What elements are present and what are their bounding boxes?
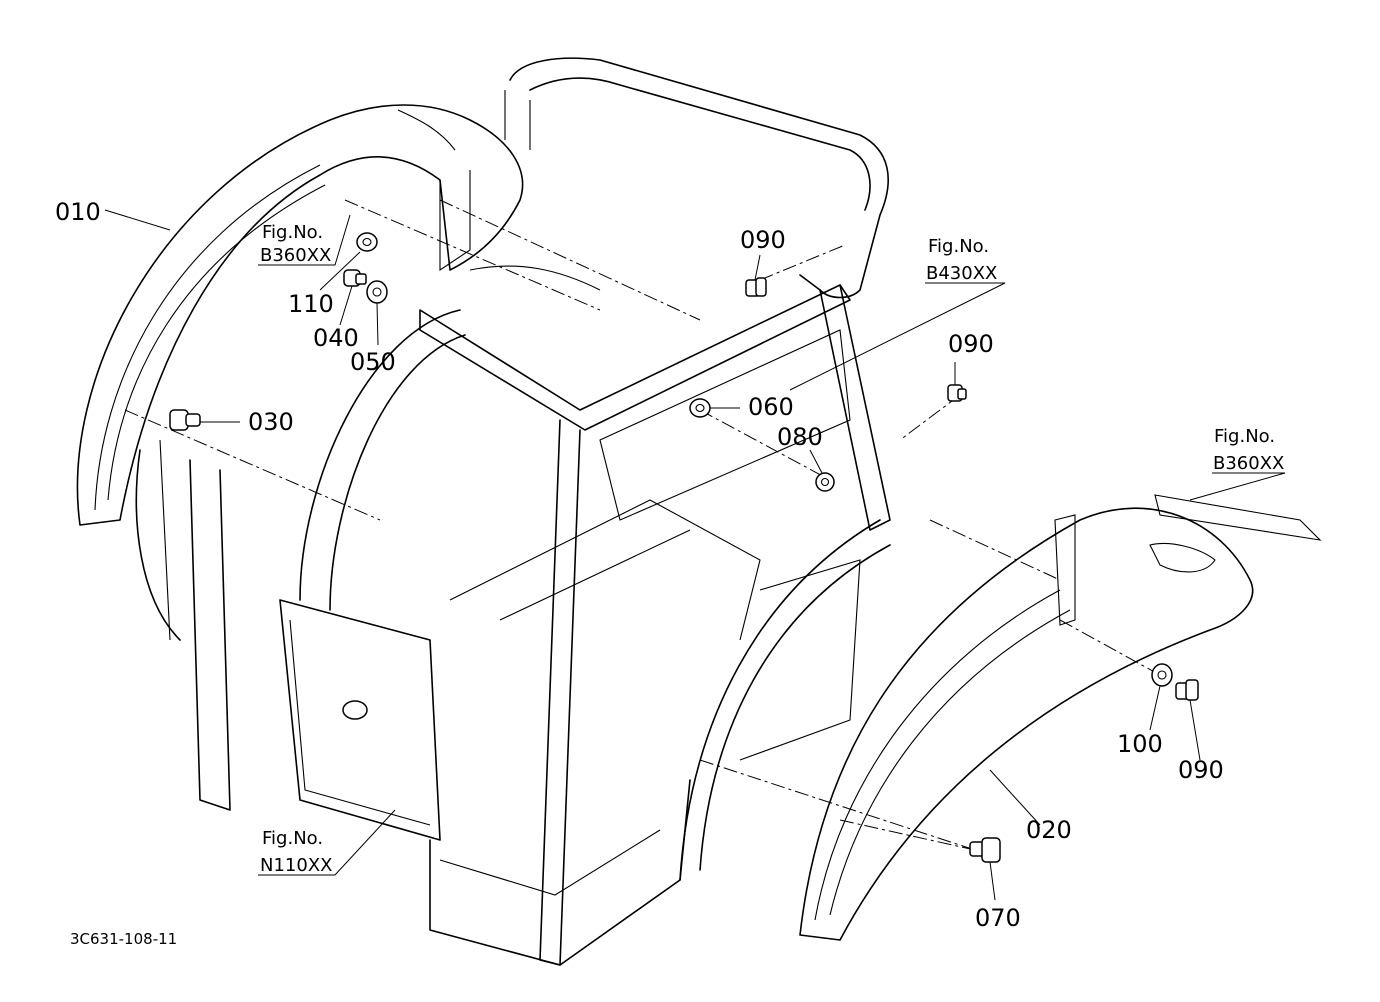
ref4-title: Fig.No. xyxy=(262,828,323,849)
part-050-washer xyxy=(366,280,388,304)
figure-references: Fig.No. B360XX Fig.No. B430XX Fig.No. B3… xyxy=(260,222,1284,876)
ref1-code: B360XX xyxy=(260,245,331,266)
right-fender xyxy=(799,494,1322,941)
callout-050: 050 xyxy=(350,348,396,376)
callout-090-right: 090 xyxy=(948,330,994,358)
part-090-bolt-bottom xyxy=(1175,679,1199,701)
drawing-code: 3C631-108-11 xyxy=(70,930,177,948)
callout-labels: 010 030 110 040 050 090 060 080 090 100 … xyxy=(55,198,1224,932)
callout-090-bottom: 090 xyxy=(1178,756,1224,784)
ref1-title: Fig.No. xyxy=(262,222,323,243)
assembly-lines xyxy=(124,199,1161,851)
part-110-nut xyxy=(356,232,378,252)
left-fender xyxy=(76,104,524,526)
callout-100: 100 xyxy=(1117,730,1163,758)
part-100-washer xyxy=(1151,663,1173,687)
ref3-title: Fig.No. xyxy=(1214,426,1275,447)
part-070-bolt xyxy=(969,837,1001,863)
part-040-bolt xyxy=(343,269,367,287)
callout-060: 060 xyxy=(748,393,794,421)
callout-090-top: 090 xyxy=(740,226,786,254)
callout-070: 070 xyxy=(975,904,1021,932)
ref2-title: Fig.No. xyxy=(928,236,989,257)
part-030-bolt xyxy=(169,409,201,431)
ref2-code: B430XX xyxy=(926,263,997,284)
ref3-code: B360XX xyxy=(1213,453,1284,474)
leader-lines xyxy=(104,209,1286,901)
callout-010: 010 xyxy=(55,198,101,226)
part-060-nut xyxy=(689,398,711,418)
part-090-bolt-top xyxy=(745,277,767,297)
ref4-code: N110XX xyxy=(260,855,332,876)
callout-030: 030 xyxy=(248,408,294,436)
callout-110: 110 xyxy=(288,290,334,318)
part-080-nut xyxy=(815,472,835,492)
callout-020: 020 xyxy=(1026,816,1072,844)
hardware xyxy=(169,232,1199,863)
callout-040: 040 xyxy=(313,324,359,352)
cabin-frame xyxy=(135,57,891,966)
callout-080: 080 xyxy=(777,423,823,451)
part-090-bolt-right xyxy=(947,384,967,402)
